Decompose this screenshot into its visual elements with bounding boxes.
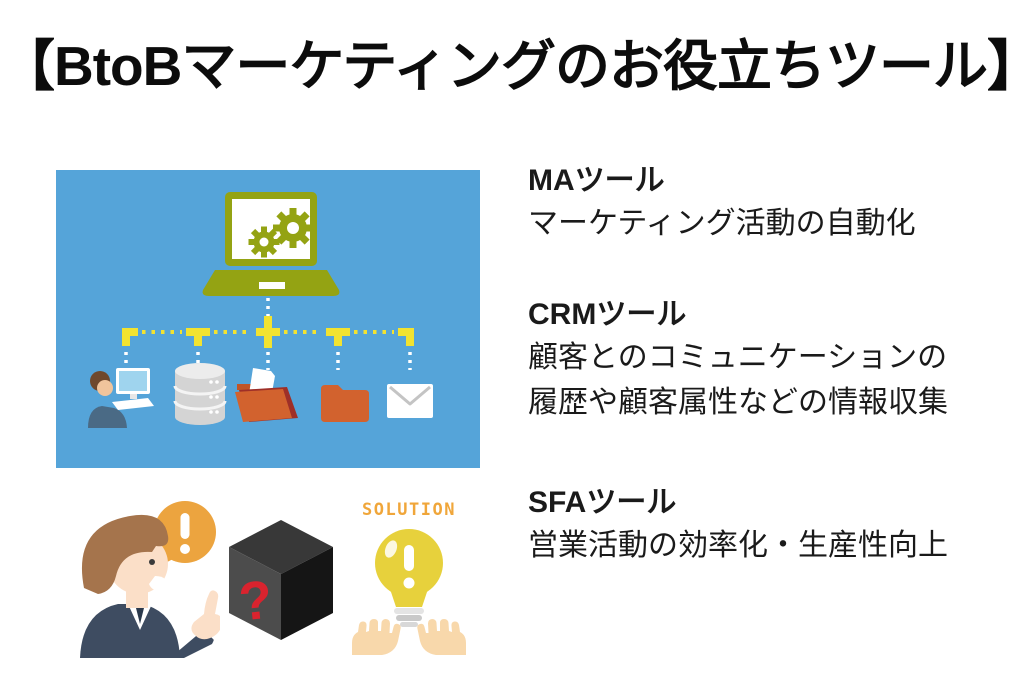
- envelope-icon: [387, 384, 433, 418]
- businessman-icon: [80, 514, 223, 658]
- lightbulb-hands-icon: [352, 529, 466, 655]
- solution-figure: SOLUTION: [350, 500, 468, 660]
- tool-section-crm: CRMツール 顧客とのコミュニケーションの 履歴や顧客属性などの情報収集: [528, 294, 948, 425]
- tool-name: SFAツール: [528, 486, 677, 519]
- tool-name: CRMツール: [528, 298, 687, 331]
- tool-section-sfa: SFAツール 営業活動の効率化・生産性向上: [528, 482, 948, 568]
- laptop-gears-icon: [202, 192, 340, 296]
- lightbulb-icon: [375, 529, 443, 627]
- tools-diagram: [88, 192, 433, 428]
- open-folder-icon: [235, 368, 298, 422]
- tool-description: 顧客とのコミュニケーションの 履歴や顧客属性などの情報収集: [528, 341, 948, 419]
- corner-junction-icon: [398, 328, 414, 346]
- page-title: 【BtoBマーケティングのお役立ちツール】: [0, 35, 1024, 97]
- gear-icon: [248, 226, 280, 258]
- person-at-computer-icon: [88, 368, 154, 428]
- tool-description: マーケティング活動の自動化: [528, 207, 916, 240]
- connector-lines: [122, 298, 414, 370]
- database-icon: [173, 363, 227, 425]
- man-pointing-figure: [58, 492, 223, 658]
- tools-diagram-panel: [56, 170, 480, 468]
- tool-name: MAツール: [528, 164, 665, 197]
- folder-icon: [321, 385, 369, 422]
- solution-label: SOLUTION: [362, 500, 456, 520]
- open-hands-icon: [352, 619, 466, 655]
- tool-description: 営業活動の効率化・生産性向上: [528, 529, 948, 562]
- tool-section-ma: MAツール マーケティング活動の自動化: [528, 160, 916, 246]
- mystery-cube-figure: ?: [229, 520, 333, 642]
- gear-icon: [273, 208, 313, 248]
- question-cube-icon: ?: [229, 520, 333, 640]
- man-pointing-icon: [80, 501, 223, 658]
- question-mark-glyph: ?: [236, 569, 275, 632]
- corner-junction-icon: [122, 328, 138, 346]
